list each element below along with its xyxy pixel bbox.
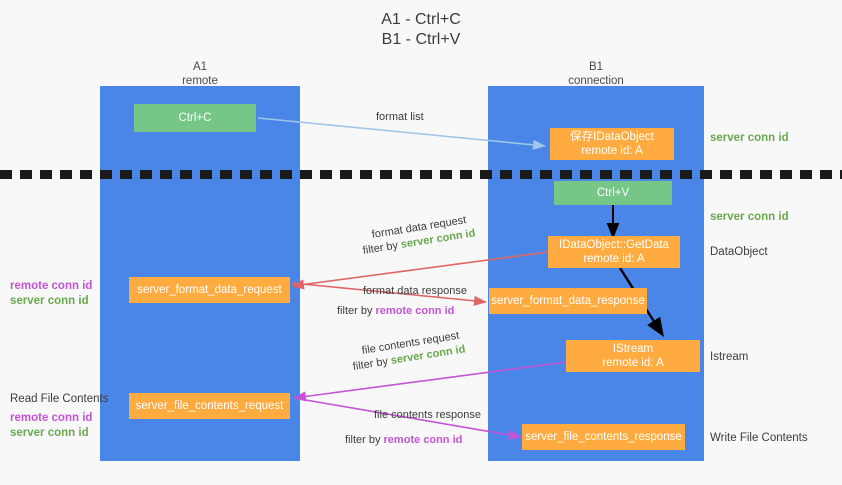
filter-prefix: filter by [337,305,376,317]
filter-value-remote-conn-id: remote conn id [375,305,455,317]
title-line-2: B1 - Ctrl+V [381,31,461,48]
phase-separator [0,170,842,179]
column-b1-role: connection [568,75,624,87]
box-idataobject-getdata[interactable]: IDataObject::GetData remote id: A [548,236,680,268]
box-server-file-contents-request-label: server_file_contents_request [135,400,284,412]
note-server-conn-id-lower: server conn id [10,427,89,439]
note-read-file-contents: Read File Contents [10,393,109,405]
box-istream[interactable]: IStream remote id: A [566,340,700,372]
box-getdata-sub: remote id: A [583,253,645,265]
note-conn-ids-upper: remote conn id server conn id [10,279,92,309]
column-a1-name: A1 [192,61,208,73]
note-istream: Istream [710,351,749,363]
box-save-idataobject-sub: remote id: A [581,145,643,157]
note-write-file-contents: Write File Contents [710,432,808,444]
box-server-format-data-request[interactable]: server_format_data_request [129,277,290,303]
note-remote-conn-id-lower: remote conn id [10,412,93,424]
filter-prefix: filter by [345,434,384,446]
box-server-format-data-response[interactable]: server_format_data_response [489,288,647,314]
column-a1-role: remote [182,75,218,87]
filter-value-remote-conn-id: remote conn id [383,434,463,446]
box-server-format-data-request-label: server_format_data_request [137,284,282,296]
label-format-list: format list [376,111,424,123]
box-server-file-contents-response-label: server_file_contents_response [525,431,682,443]
note-remote-conn-id-upper: remote conn id [10,280,93,292]
box-ctrl-v-label: Ctrl+V [596,187,630,199]
box-server-file-contents-request[interactable]: server_file_contents_request [129,393,290,419]
box-server-file-contents-response[interactable]: server_file_contents_response [522,424,685,450]
filter-prefix: filter by [351,355,392,373]
filter-prefix: filter by [361,239,402,257]
box-ctrl-c-label: Ctrl+C [178,112,212,124]
column-header-b1: B1 connection [488,60,704,88]
title-line-1: A1 - Ctrl+C [381,11,461,28]
box-ctrl-c[interactable]: Ctrl+C [134,104,256,132]
column-b1-name: B1 [588,61,604,73]
diagram-title: A1 - Ctrl+C B1 - Ctrl+V [0,10,842,50]
box-getdata-label: IDataObject::GetData [559,239,669,251]
box-server-format-data-response-label: server_format_data_response [491,295,645,307]
box-save-idataobject-label: 保存IDataObject [570,131,654,143]
box-save-idataobject[interactable]: 保存IDataObject remote id: A [550,128,674,160]
note-dataobject: DataObject [710,246,768,258]
note-server-conn-id-top: server conn id [710,132,789,144]
label-file-contents-response: file contents response [374,409,482,421]
label-format-data-response: format data response [363,285,467,297]
box-ctrl-v[interactable]: Ctrl+V [554,181,672,205]
label-file-contents-response-filter: filter by remote conn id [345,433,462,448]
box-istream-label: IStream [612,343,654,355]
note-server-conn-id-second: server conn id [710,211,789,223]
box-istream-sub: remote id: A [602,357,664,369]
column-header-a1: A1 remote [100,60,300,88]
note-server-conn-id-upper: server conn id [10,295,89,307]
label-format-data-response-filter: filter by remote conn id [337,304,454,319]
note-conn-ids-lower: remote conn id server conn id [10,411,92,441]
